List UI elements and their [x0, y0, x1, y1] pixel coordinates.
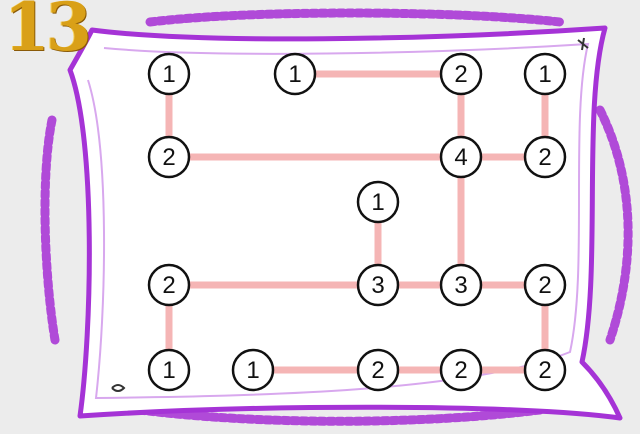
island-value: 1 [371, 189, 384, 216]
islands-layer: 1 1 2 1 2 4 2 1 2 3 3 2 1 1 2 2 2 [147, 52, 567, 392]
level-label: 13 [4, 0, 92, 66]
island-circle [439, 348, 483, 392]
island-r2-c1[interactable]: 2 [147, 135, 191, 179]
island-r4-c3[interactable]: 3 [356, 263, 400, 307]
pillow-outline [67, 25, 623, 421]
island-r5-c4[interactable]: 2 [439, 348, 483, 392]
island-circle [356, 180, 400, 224]
island-value: 2 [454, 357, 467, 384]
island-r5-c3[interactable]: 2 [356, 348, 400, 392]
island-circle [273, 52, 317, 96]
island-r1-c1[interactable]: 1 [147, 52, 191, 96]
island-r2-c5[interactable]: 2 [523, 135, 567, 179]
island-circle [523, 135, 567, 179]
island-value: 1 [246, 357, 259, 384]
island-circle [439, 263, 483, 307]
island-value: 1 [162, 357, 175, 384]
corner-tie-top-right [577, 37, 589, 51]
island-circle [147, 263, 191, 307]
island-circle [356, 263, 400, 307]
island-r2-c4[interactable]: 4 [439, 135, 483, 179]
island-value: 1 [162, 61, 175, 88]
island-circle [523, 348, 567, 392]
island-r4-c5[interactable]: 2 [523, 263, 567, 307]
island-r5-c2[interactable]: 1 [231, 348, 275, 392]
island-r1-c5[interactable]: 1 [523, 52, 567, 96]
island-circle [439, 135, 483, 179]
island-value: 3 [454, 272, 467, 299]
island-circle [231, 348, 275, 392]
island-circle [523, 52, 567, 96]
island-value: 3 [371, 272, 384, 299]
island-r4-c4[interactable]: 3 [439, 263, 483, 307]
island-value: 2 [371, 357, 384, 384]
island-circle [356, 348, 400, 392]
island-circle [147, 52, 191, 96]
island-r5-c5[interactable]: 2 [523, 348, 567, 392]
island-r3-c3[interactable]: 1 [356, 180, 400, 224]
island-r4-c1[interactable]: 2 [147, 263, 191, 307]
island-circle [523, 263, 567, 307]
island-value: 2 [454, 61, 467, 88]
island-circle [147, 135, 191, 179]
island-value: 2 [538, 144, 551, 171]
island-circle [439, 52, 483, 96]
island-r1-c2[interactable]: 1 [273, 52, 317, 96]
island-r1-c4[interactable]: 2 [439, 52, 483, 96]
pillow-seam [87, 42, 590, 400]
island-circle [147, 348, 191, 392]
island-value: 2 [162, 144, 175, 171]
island-value: 2 [538, 272, 551, 299]
island-value: 1 [538, 61, 551, 88]
corner-tie-bottom-left [111, 384, 126, 392]
island-value: 4 [454, 144, 467, 171]
island-value: 2 [538, 357, 551, 384]
rope-border [40, 8, 633, 426]
island-r5-c1[interactable]: 1 [147, 348, 191, 392]
island-value: 2 [162, 272, 175, 299]
island-value: 1 [288, 61, 301, 88]
